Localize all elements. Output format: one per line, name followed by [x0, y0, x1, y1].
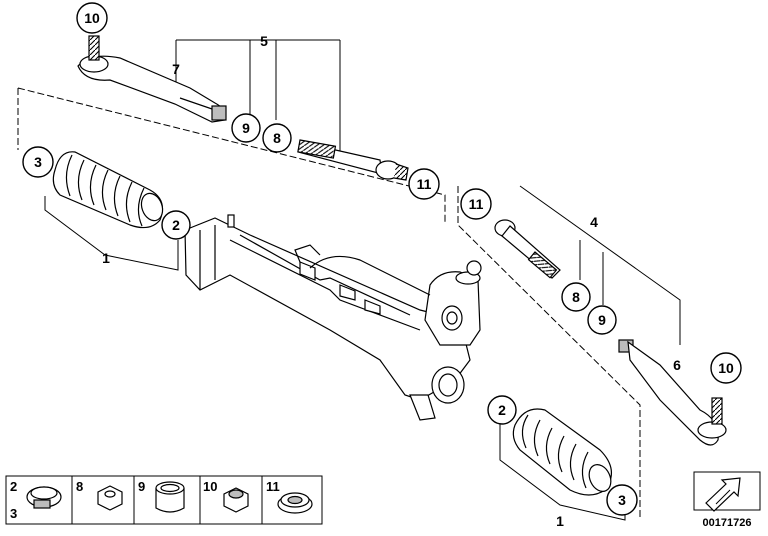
svg-text:3: 3 [34, 154, 42, 170]
label-1-left: 1 [102, 250, 110, 266]
inner-tie-rod-right [494, 219, 561, 279]
callout-2-bottom: 2 [487, 395, 517, 425]
svg-text:2: 2 [172, 217, 180, 233]
svg-text:2: 2 [498, 402, 506, 418]
svg-text:10: 10 [203, 479, 217, 494]
self-locking-nut-icon [223, 487, 249, 513]
callout-9-right: 9 [587, 305, 617, 335]
svg-text:11: 11 [266, 479, 280, 494]
label-4: 4 [590, 214, 598, 230]
document-id-box: 00171726 [693, 471, 761, 529]
inner-tie-rod-left [297, 139, 409, 181]
legend-cell-hex-nut: 8 [76, 479, 123, 511]
callout-10-top: 10 [76, 2, 108, 34]
svg-text:9: 9 [242, 120, 250, 136]
tie-rod-end-left [77, 35, 227, 123]
document-number: 00171726 [703, 517, 752, 529]
steering-rack-housing [184, 214, 482, 421]
svg-text:8: 8 [273, 130, 281, 146]
bellows-boot-left [52, 151, 164, 229]
label-6: 6 [673, 357, 681, 373]
tie-rod-end-right [618, 339, 727, 446]
legend-cell-clamp: 2 3 [10, 479, 62, 521]
callout-10-right: 10 [710, 352, 742, 384]
callout-9-top: 9 [231, 113, 261, 143]
legend-cell-washer: 11 [266, 479, 313, 514]
hex-nut-icon [97, 485, 123, 511]
callout-3-bottom: 3 [606, 484, 638, 516]
svg-text:8: 8 [572, 289, 580, 305]
svg-text:9: 9 [598, 312, 606, 328]
svg-text:10: 10 [84, 10, 100, 26]
svg-text:9: 9 [138, 479, 145, 494]
label-1-bottom: 1 [556, 513, 564, 529]
callout-8-top: 8 [262, 123, 292, 153]
callout-11-right: 11 [460, 188, 492, 220]
callout-8-right: 8 [561, 282, 591, 312]
washer-ring-icon [277, 492, 313, 514]
svg-text:3: 3 [618, 492, 626, 508]
legend-cell-self-locking-nut: 10 [203, 479, 249, 513]
svg-text:11: 11 [469, 196, 484, 212]
svg-text:2: 2 [10, 479, 17, 494]
svg-text:11: 11 [417, 176, 432, 192]
sleeve-icon [155, 481, 185, 513]
callout-11-top: 11 [408, 168, 440, 200]
dashed-frame-right [457, 186, 641, 520]
svg-text:10: 10 [718, 360, 734, 376]
svg-text:3: 3 [10, 506, 17, 521]
label-7: 7 [172, 61, 180, 77]
label-5: 5 [260, 33, 268, 49]
bellows-boot-right [512, 408, 612, 496]
clamp-icon [26, 486, 62, 509]
callout-2-left: 2 [161, 210, 191, 240]
arrow-icon [705, 477, 741, 512]
dashed-frame-left [17, 87, 446, 222]
svg-text:8: 8 [76, 479, 83, 494]
callout-3-left: 3 [22, 146, 54, 178]
legend-cell-sleeve: 9 [138, 479, 185, 513]
parts-legend: 2 3 8 9 10 [5, 475, 323, 525]
